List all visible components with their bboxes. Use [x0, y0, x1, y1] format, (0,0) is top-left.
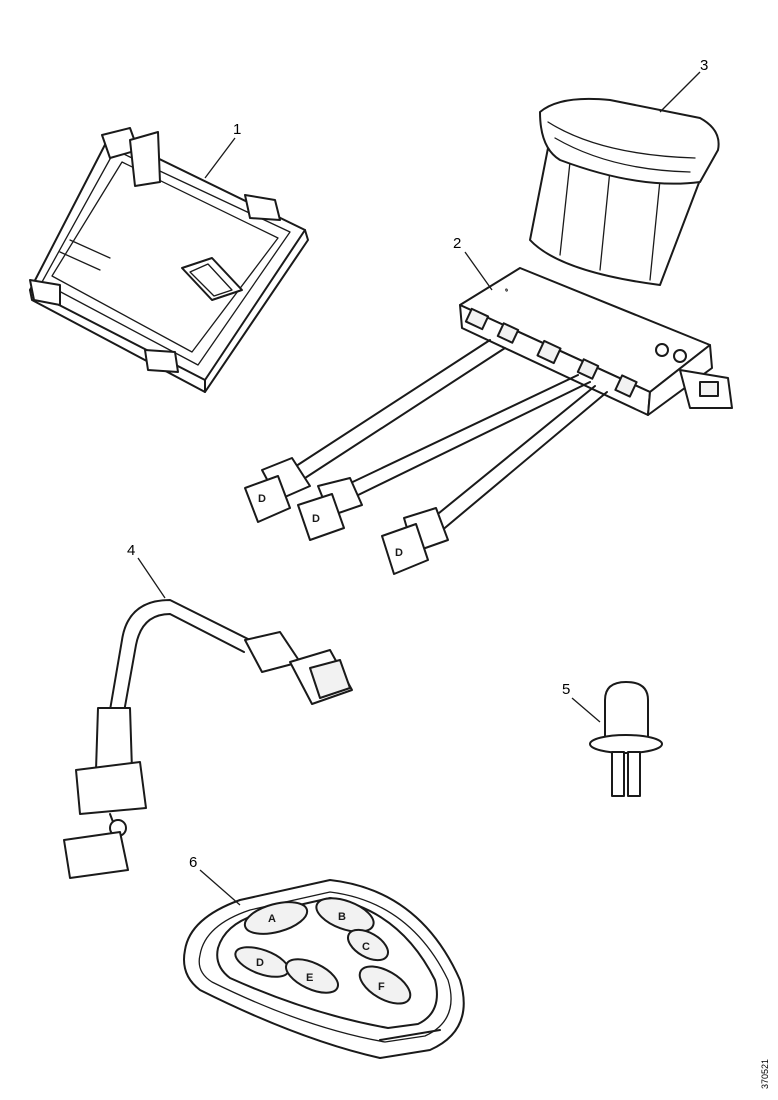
callout-5: 5 [562, 681, 570, 698]
callout-2: 2 [453, 235, 461, 252]
leader-2 [464, 251, 493, 291]
key-glyph-b: B [338, 911, 346, 923]
wire-plug-c: D [381, 507, 449, 575]
plug-glyph-c: D [395, 547, 403, 559]
leader-5 [571, 697, 601, 723]
wire-plug-a: D [244, 457, 311, 523]
callout-1: 1 [233, 121, 241, 138]
leader-6 [199, 869, 241, 906]
wire-plug-b: D [297, 477, 363, 541]
part-6-keypad: A B C D E F [183, 879, 465, 1059]
part-5-bulb [589, 681, 663, 797]
key-glyph-a: A [268, 913, 276, 925]
leader-3 [659, 71, 701, 113]
svg-text:ﾟ: ﾟ [504, 286, 514, 301]
part-2-control-unit: ﾟ D D D [244, 267, 733, 575]
callout-4: 4 [127, 542, 135, 559]
leader-4 [137, 557, 166, 599]
key-glyph-d: D [256, 957, 264, 969]
part-4-cable-harness [63, 599, 353, 879]
plug-glyph-a: D [258, 493, 266, 505]
leader-1 [204, 137, 236, 179]
part-3-housing [529, 97, 720, 286]
plug-glyph-b: D [312, 513, 320, 525]
key-glyph-e: E [306, 972, 313, 984]
callout-6: 6 [189, 854, 197, 871]
reference-code: 370521 [760, 1058, 770, 1090]
key-glyph-f: F [378, 981, 385, 993]
key-glyph-c: C [362, 941, 370, 953]
callout-3: 3 [700, 57, 708, 74]
part-1-circuit-board [29, 127, 309, 393]
